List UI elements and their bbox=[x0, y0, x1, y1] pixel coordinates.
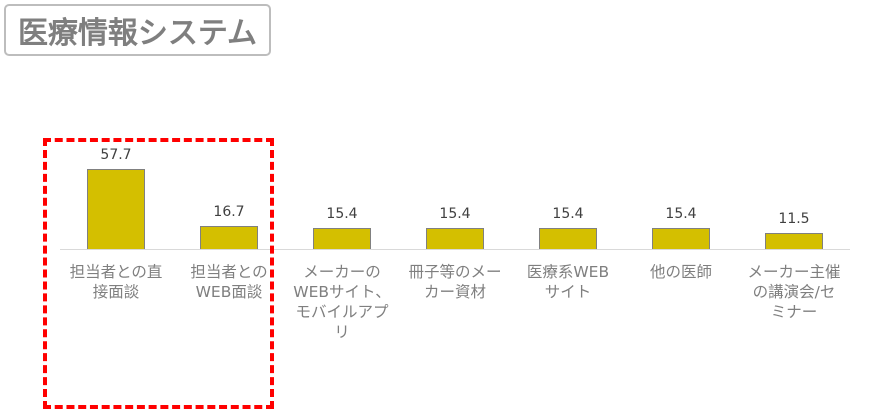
bar bbox=[87, 169, 145, 249]
bar bbox=[539, 228, 597, 249]
category-label: 担当者との直 接面談 bbox=[69, 263, 163, 301]
category-label: メーカーの WEBサイト、 モバイルアプ リ bbox=[293, 263, 391, 341]
bar-value-label: 15.4 bbox=[326, 206, 358, 222]
category-label: 冊子等のメー カー資材 bbox=[408, 263, 502, 301]
chart-title: 医療情報システム bbox=[17, 16, 258, 51]
bar-value-label: 15.4 bbox=[665, 206, 697, 222]
category-label: メーカー主催 の講演会/セ ミナー bbox=[747, 263, 841, 321]
bar bbox=[200, 226, 258, 249]
bar bbox=[426, 228, 484, 249]
bar-value-label: 15.4 bbox=[439, 206, 471, 222]
bar bbox=[313, 228, 371, 249]
category-label: 担当者との WEB面談 bbox=[190, 263, 268, 301]
chart-title-box: 医療情報システム bbox=[4, 4, 271, 56]
highlight-dashed-box bbox=[43, 138, 274, 409]
bar bbox=[765, 233, 823, 249]
x-axis-baseline bbox=[60, 249, 850, 250]
bar bbox=[652, 228, 710, 249]
bar-value-label: 11.5 bbox=[778, 211, 810, 227]
bar-value-label: 57.7 bbox=[100, 147, 132, 163]
category-label: 医療系WEB サイト bbox=[526, 263, 610, 301]
bar-value-label: 15.4 bbox=[552, 206, 584, 222]
bar-value-label: 16.7 bbox=[213, 204, 245, 220]
category-label: 他の医師 bbox=[649, 263, 712, 281]
